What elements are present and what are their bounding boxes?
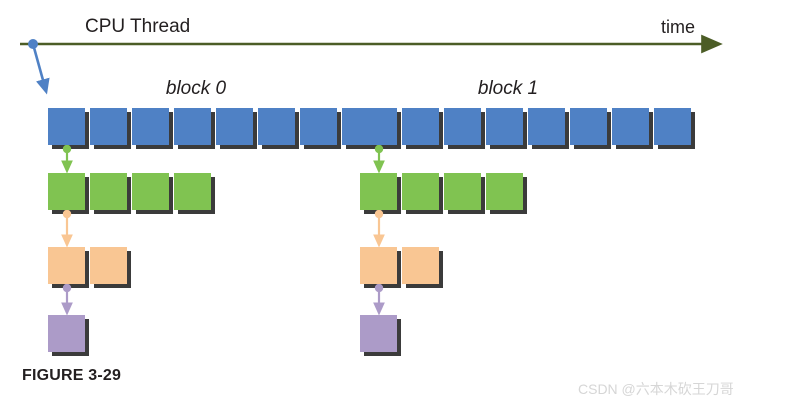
time-axis-label: time <box>661 17 696 37</box>
task-box-orange <box>402 247 439 284</box>
task-box-green <box>360 173 397 210</box>
task-box-blue <box>570 108 607 145</box>
task-box-blue <box>216 108 253 145</box>
task-box-blue <box>300 108 337 145</box>
task-box-blue <box>654 108 691 145</box>
task-box-green <box>444 173 481 210</box>
task-box-blue <box>174 108 211 145</box>
task-box-green <box>132 173 169 210</box>
task-box-blue <box>444 108 481 145</box>
green-to-orange-connector <box>60 210 73 247</box>
task-box-orange <box>90 247 127 284</box>
thread-spawn-arrow <box>28 39 50 95</box>
task-box-orange <box>360 247 397 284</box>
task-box-blue <box>486 108 523 145</box>
task-box-green <box>174 173 211 210</box>
task-box-orange <box>48 247 85 284</box>
task-box-green <box>90 173 127 210</box>
task-box-blue <box>612 108 649 145</box>
task-box-blue <box>360 108 397 145</box>
cpu-thread-label: CPU Thread <box>85 16 191 37</box>
task-box-purple <box>360 315 397 352</box>
green-to-orange-connector <box>372 210 385 247</box>
task-box-green <box>486 173 523 210</box>
task-box-blue <box>402 108 439 145</box>
block-label-1: block 1 <box>477 78 539 99</box>
task-box-blue <box>258 108 295 145</box>
task-box-green <box>48 173 85 210</box>
task-box-blue <box>48 108 85 145</box>
task-box-blue <box>90 108 127 145</box>
blue-to-green-connector <box>60 145 73 173</box>
watermark-text: CSDN @六本木砍王刀哥 <box>578 381 734 397</box>
orange-to-purple-connector <box>60 284 73 315</box>
task-box-blue <box>132 108 169 145</box>
task-box-purple <box>48 315 85 352</box>
timeline-axis-arrow <box>20 34 723 54</box>
figure-caption: FIGURE 3-29 <box>22 367 122 384</box>
blue-to-green-connector <box>372 145 385 173</box>
block-label-0: block 0 <box>165 78 227 99</box>
task-box-green <box>402 173 439 210</box>
task-box-blue <box>528 108 565 145</box>
orange-to-purple-connector <box>372 284 385 315</box>
